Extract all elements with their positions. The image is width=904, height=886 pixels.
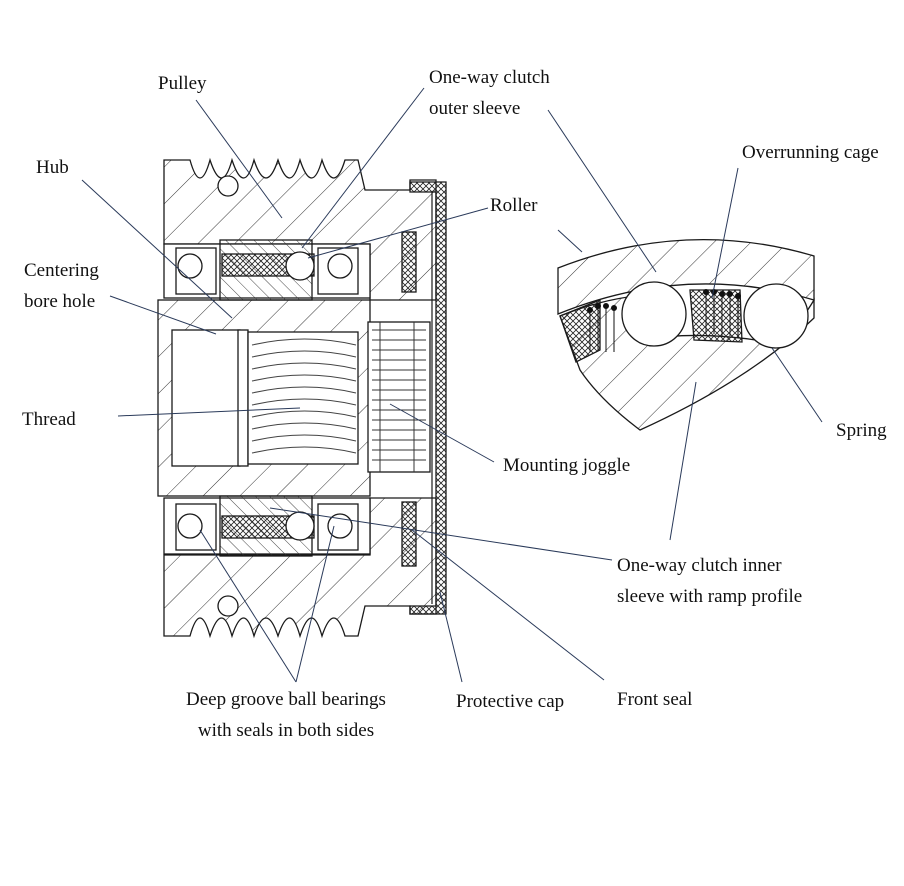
leader-bearing-2 bbox=[295, 525, 335, 683]
label-spring: Spring bbox=[836, 420, 887, 441]
leader-outer-detail bbox=[547, 109, 657, 273]
thread-section bbox=[247, 331, 359, 465]
label-centering-bore-line1: Centering bbox=[24, 260, 99, 281]
label-overrunning-cage: Overrunning cage bbox=[742, 142, 879, 163]
leader-thread bbox=[117, 407, 301, 417]
label-one-way-outer: One-way clutch outer sleeve bbox=[429, 62, 550, 124]
label-pulley: Pulley bbox=[158, 73, 207, 94]
leader-centering bbox=[109, 295, 217, 335]
leader-inner-2 bbox=[669, 381, 697, 541]
label-ball-bearings-line1: Deep groove ball bearings bbox=[186, 689, 386, 710]
leader-spring bbox=[771, 347, 823, 423]
mounting-joggle bbox=[367, 321, 431, 473]
leader-joggle bbox=[389, 403, 495, 463]
protective-cap bbox=[409, 181, 447, 615]
detail-roller-left bbox=[621, 281, 687, 347]
label-one-way-inner-line1: One-way clutch inner bbox=[617, 555, 782, 576]
leader-lines bbox=[81, 87, 823, 683]
main-section bbox=[157, 157, 447, 639]
label-ball-bearings: Deep groove ball bearings with seals in … bbox=[186, 684, 386, 746]
label-one-way-inner: One-way clutch inner sleeve with ramp pr… bbox=[617, 550, 802, 612]
label-thread: Thread bbox=[22, 409, 76, 430]
leader-bearing-1 bbox=[199, 529, 297, 683]
leader-cap bbox=[439, 591, 463, 683]
centering-bore bbox=[171, 329, 241, 467]
leader-front-seal bbox=[411, 529, 605, 681]
leader-pulley bbox=[195, 99, 283, 219]
leader-outer-sleeve bbox=[301, 87, 425, 249]
label-centering-bore: Centering bore hole bbox=[24, 255, 99, 317]
label-centering-bore-line2: bore hole bbox=[24, 291, 96, 312]
leader-roller bbox=[307, 207, 489, 259]
label-front-seal: Front seal bbox=[617, 689, 693, 710]
label-one-way-outer-line1: One-way clutch bbox=[429, 67, 550, 88]
label-roller: Roller bbox=[490, 195, 538, 216]
lower-bearing-row bbox=[163, 495, 417, 567]
label-protective-cap: Protective cap bbox=[456, 691, 565, 712]
label-ball-bearings-line2: with seals in both sides bbox=[197, 720, 375, 741]
clutch-detail bbox=[557, 238, 815, 431]
label-hub: Hub bbox=[36, 157, 69, 178]
leader-cage bbox=[711, 167, 739, 299]
detail-roller-right bbox=[743, 283, 809, 349]
upper-bearing-row bbox=[163, 231, 417, 301]
leader-inner-1 bbox=[269, 507, 613, 561]
label-one-way-inner-line2: sleeve with ramp profile bbox=[617, 586, 803, 607]
label-one-way-outer-line2: outer sleeve bbox=[429, 98, 521, 119]
detail-springs bbox=[587, 289, 741, 352]
leader-hub bbox=[81, 179, 233, 319]
label-mounting-joggle: Mounting joggle bbox=[503, 455, 631, 476]
